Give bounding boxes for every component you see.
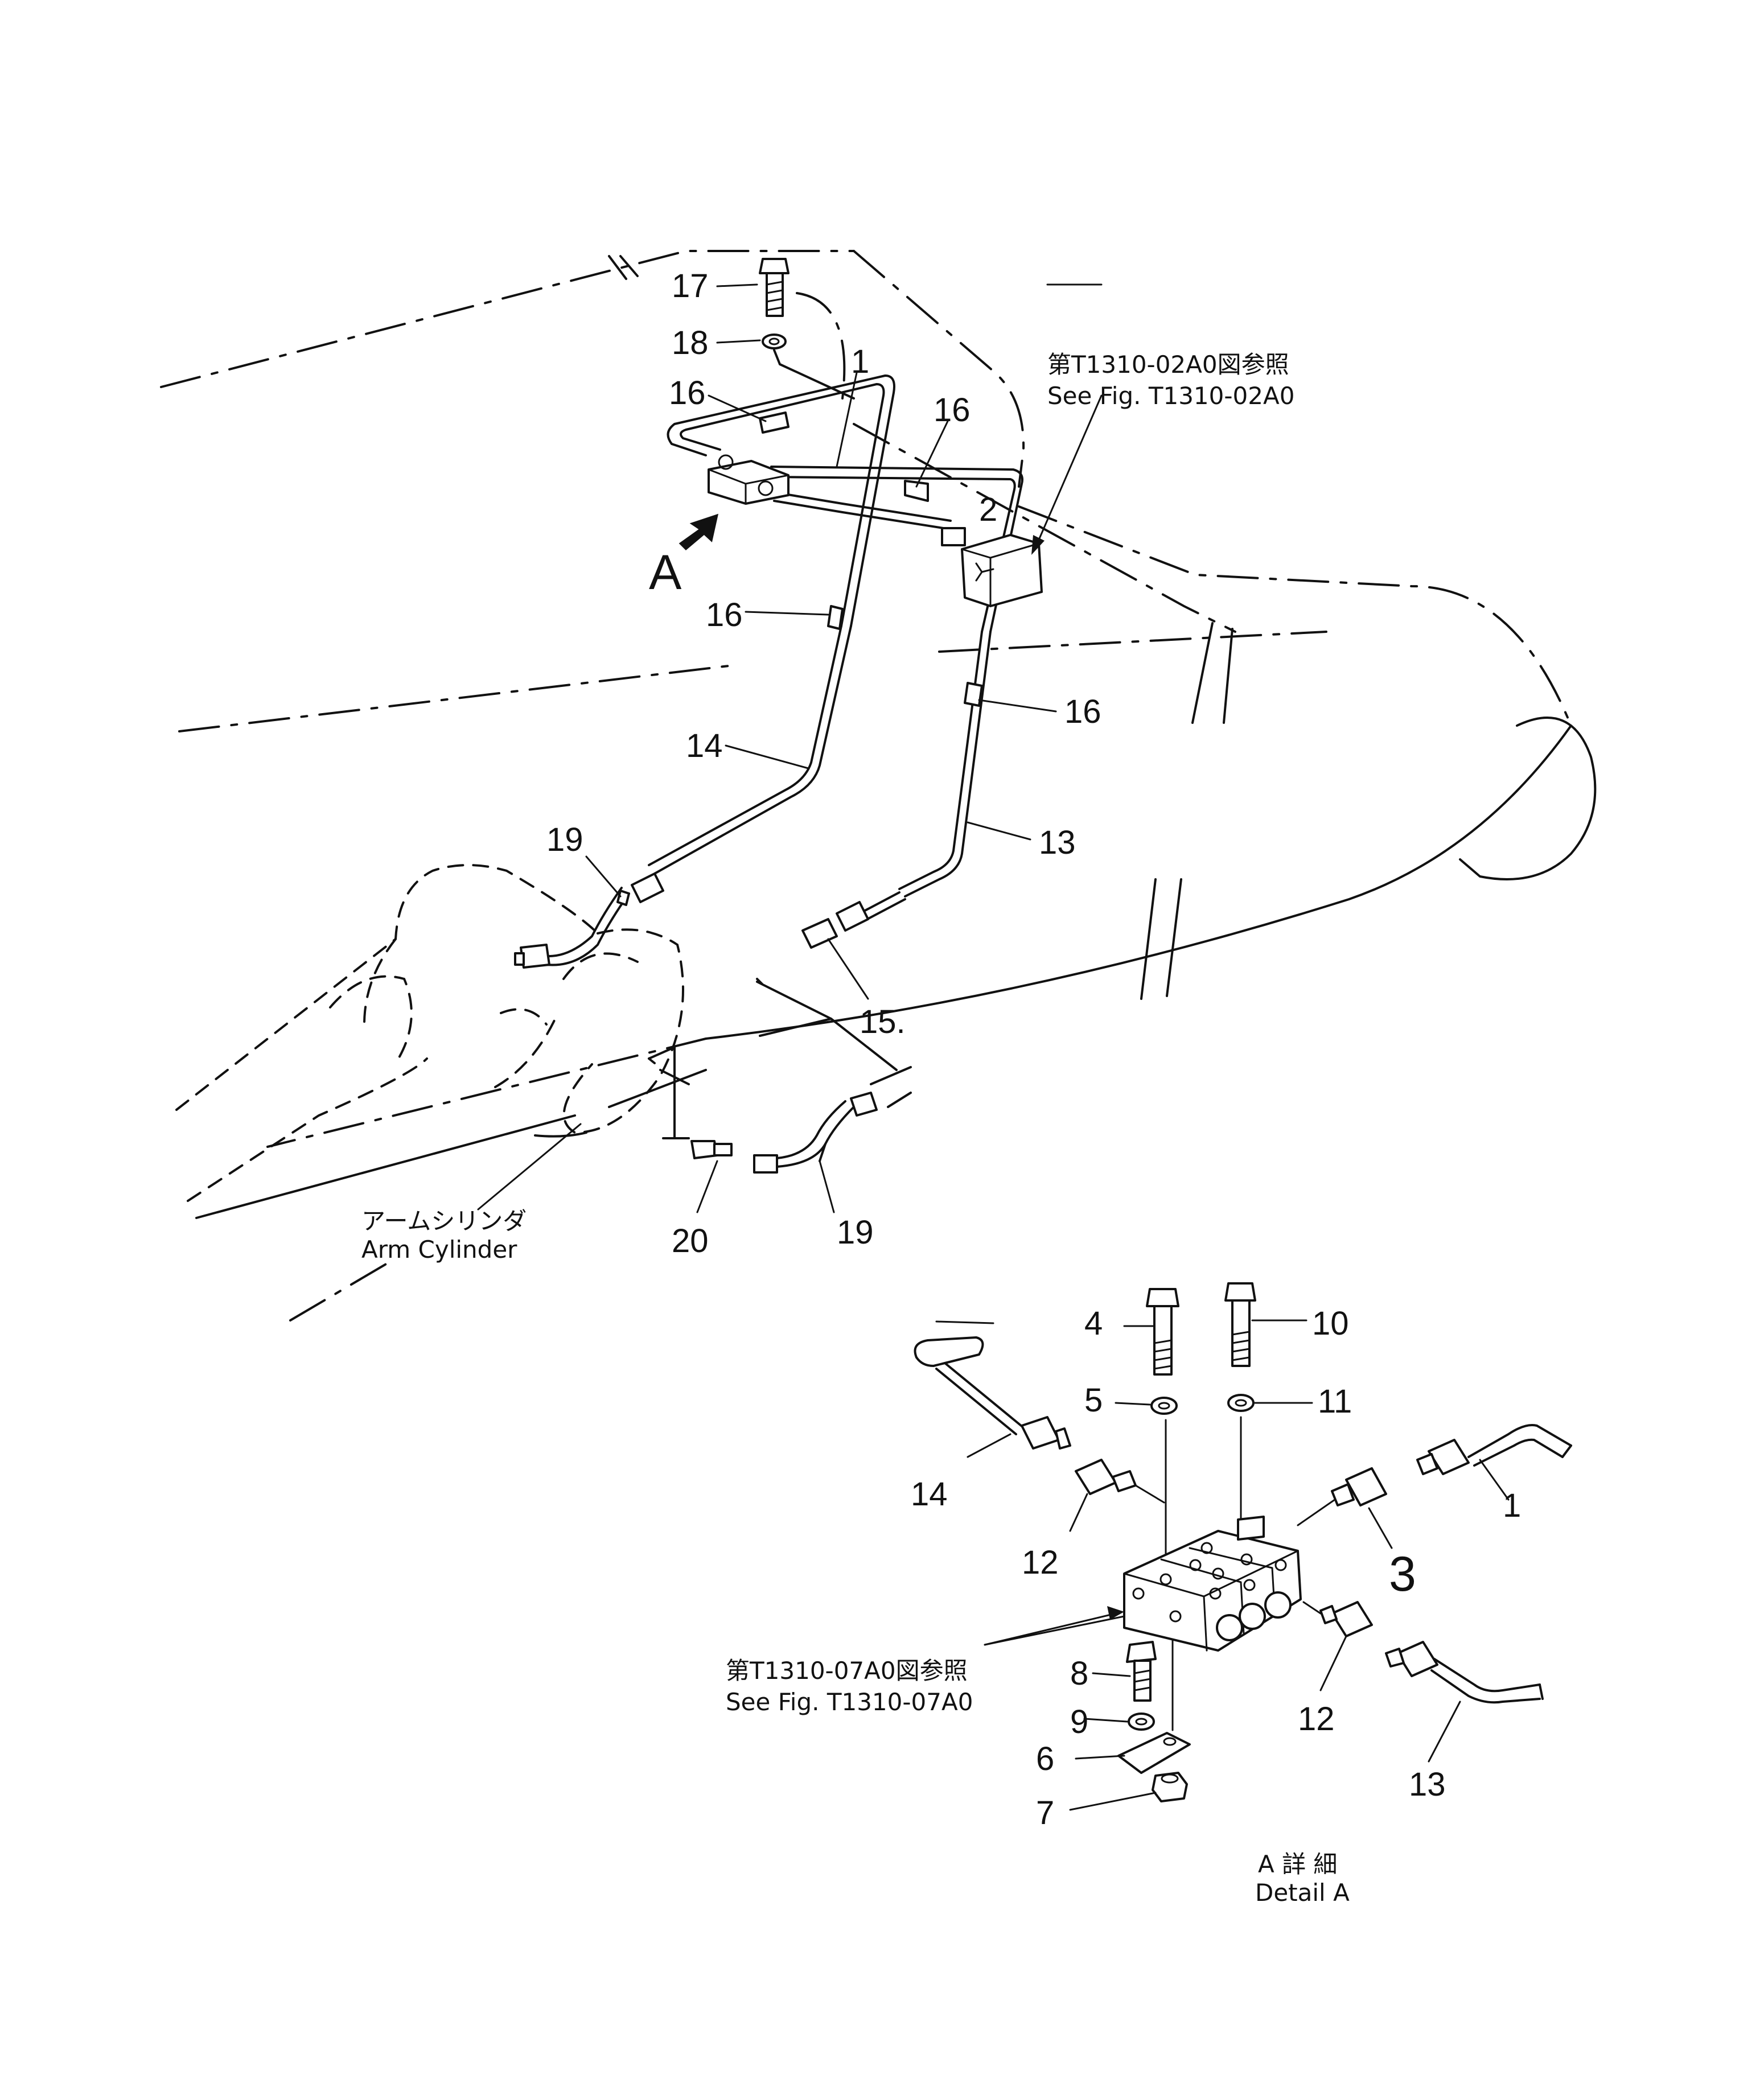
elbow-fitting-icon	[1385, 1641, 1438, 1677]
arm-cylinder-jp: アームシリンダ	[361, 1207, 527, 1235]
callout-19: 19	[546, 821, 583, 858]
callout-17: 17	[672, 267, 709, 304]
leader-lines	[477, 283, 1510, 1811]
callout-11: 11	[1318, 1383, 1352, 1420]
callout-16: 16	[1064, 693, 1101, 730]
washer-icon	[1150, 1397, 1178, 1415]
detail-caption-en: Detail A	[1255, 1879, 1350, 1907]
upper-fittings	[514, 872, 878, 1174]
bolt-centerline	[773, 349, 855, 400]
detail-a	[914, 1282, 1572, 1802]
callout-12: 12	[1022, 1544, 1059, 1581]
callout-1: 1	[1503, 1487, 1521, 1524]
arm-outline	[160, 250, 1597, 1322]
reference-arrow-top	[1035, 394, 1103, 547]
arm-cylinder-label: アームシリンダ Arm Cylinder	[361, 1207, 527, 1263]
callout-1: 1	[851, 343, 869, 380]
callout-14: 14	[911, 1476, 948, 1513]
callout-20: 20	[672, 1222, 709, 1259]
callout-16: 16	[706, 596, 743, 633]
detail-caption: A 詳 細 Detail A	[1255, 1850, 1350, 1907]
callout-14: 14	[686, 727, 723, 764]
callout-7: 7	[1036, 1794, 1054, 1831]
reference-en-bottom: See Fig. T1310-07A0	[726, 1688, 973, 1716]
detail-caption-jp: A 詳 細	[1258, 1850, 1337, 1878]
junction-block	[708, 454, 790, 505]
callout-13: 13	[1039, 824, 1076, 861]
washer-icon	[762, 334, 787, 349]
washer-icon	[1128, 1712, 1155, 1731]
callout-2: 2	[979, 491, 997, 528]
callout-12: 12	[1298, 1701, 1335, 1738]
callout-4: 4	[1084, 1305, 1103, 1342]
reference-arrowhead-bottom	[1107, 1606, 1124, 1620]
callout-16: 16	[934, 392, 971, 429]
block-valve-icon	[1123, 1516, 1302, 1652]
elbow-fitting-icon	[1075, 1459, 1137, 1495]
callout-numbers: 17 18 16 1 16 2 16 16 14 13 19 15. 20 19…	[546, 267, 1521, 1831]
callout-10: 10	[1312, 1305, 1349, 1342]
callout-19: 19	[837, 1214, 874, 1251]
valve-box-2	[941, 527, 1043, 607]
callout-9: 9	[1070, 1703, 1088, 1740]
callout-13: 13	[1409, 1766, 1446, 1803]
elbow-fitting-icon	[1416, 1439, 1470, 1475]
reference-jp-top: 第T1310-02A0図参照	[1047, 351, 1289, 378]
hex-bolt-icon	[759, 258, 790, 317]
pipe-assembly	[545, 374, 1023, 1168]
elbow-fitting-icon	[1319, 1601, 1373, 1637]
callout-15: 15.	[860, 1003, 906, 1040]
callout-18: 18	[672, 324, 709, 361]
elbow-fitting-icon	[1021, 1416, 1071, 1450]
hex-nut-icon	[1152, 1772, 1188, 1802]
reference-note-top: 第T1310-02A0図参照 See Fig. T1310-02A0	[1047, 351, 1294, 410]
reference-arrowhead-top	[1031, 535, 1045, 555]
hex-bolt-icon	[1126, 1641, 1157, 1702]
washer-icon	[1227, 1394, 1255, 1412]
hex-bolt-icon	[1224, 1282, 1256, 1367]
reference-en-top: See Fig. T1310-02A0	[1047, 382, 1294, 410]
pipe-clamps	[759, 411, 983, 707]
reference-note-bottom: 第T1310-07A0図参照 See Fig. T1310-07A0	[726, 1657, 973, 1716]
arm-cylinder	[175, 864, 690, 1202]
reference-jp-bottom: 第T1310-07A0図参照	[726, 1657, 968, 1685]
callout-5: 5	[1084, 1382, 1103, 1419]
view-marker-a: A	[649, 545, 682, 600]
callout-16: 16	[669, 374, 706, 411]
callout-3: 3	[1389, 1547, 1416, 1602]
elbow-fitting-icon	[1331, 1467, 1387, 1506]
plate-6	[1117, 1732, 1191, 1774]
callout-8: 8	[1070, 1655, 1088, 1692]
hex-bolt-icon	[1146, 1288, 1179, 1376]
reference-arrow-bottom	[984, 1612, 1117, 1646]
view-arrow-icon	[679, 513, 719, 551]
arm-cylinder-en: Arm Cylinder	[361, 1236, 517, 1263]
callout-6: 6	[1036, 1740, 1054, 1777]
